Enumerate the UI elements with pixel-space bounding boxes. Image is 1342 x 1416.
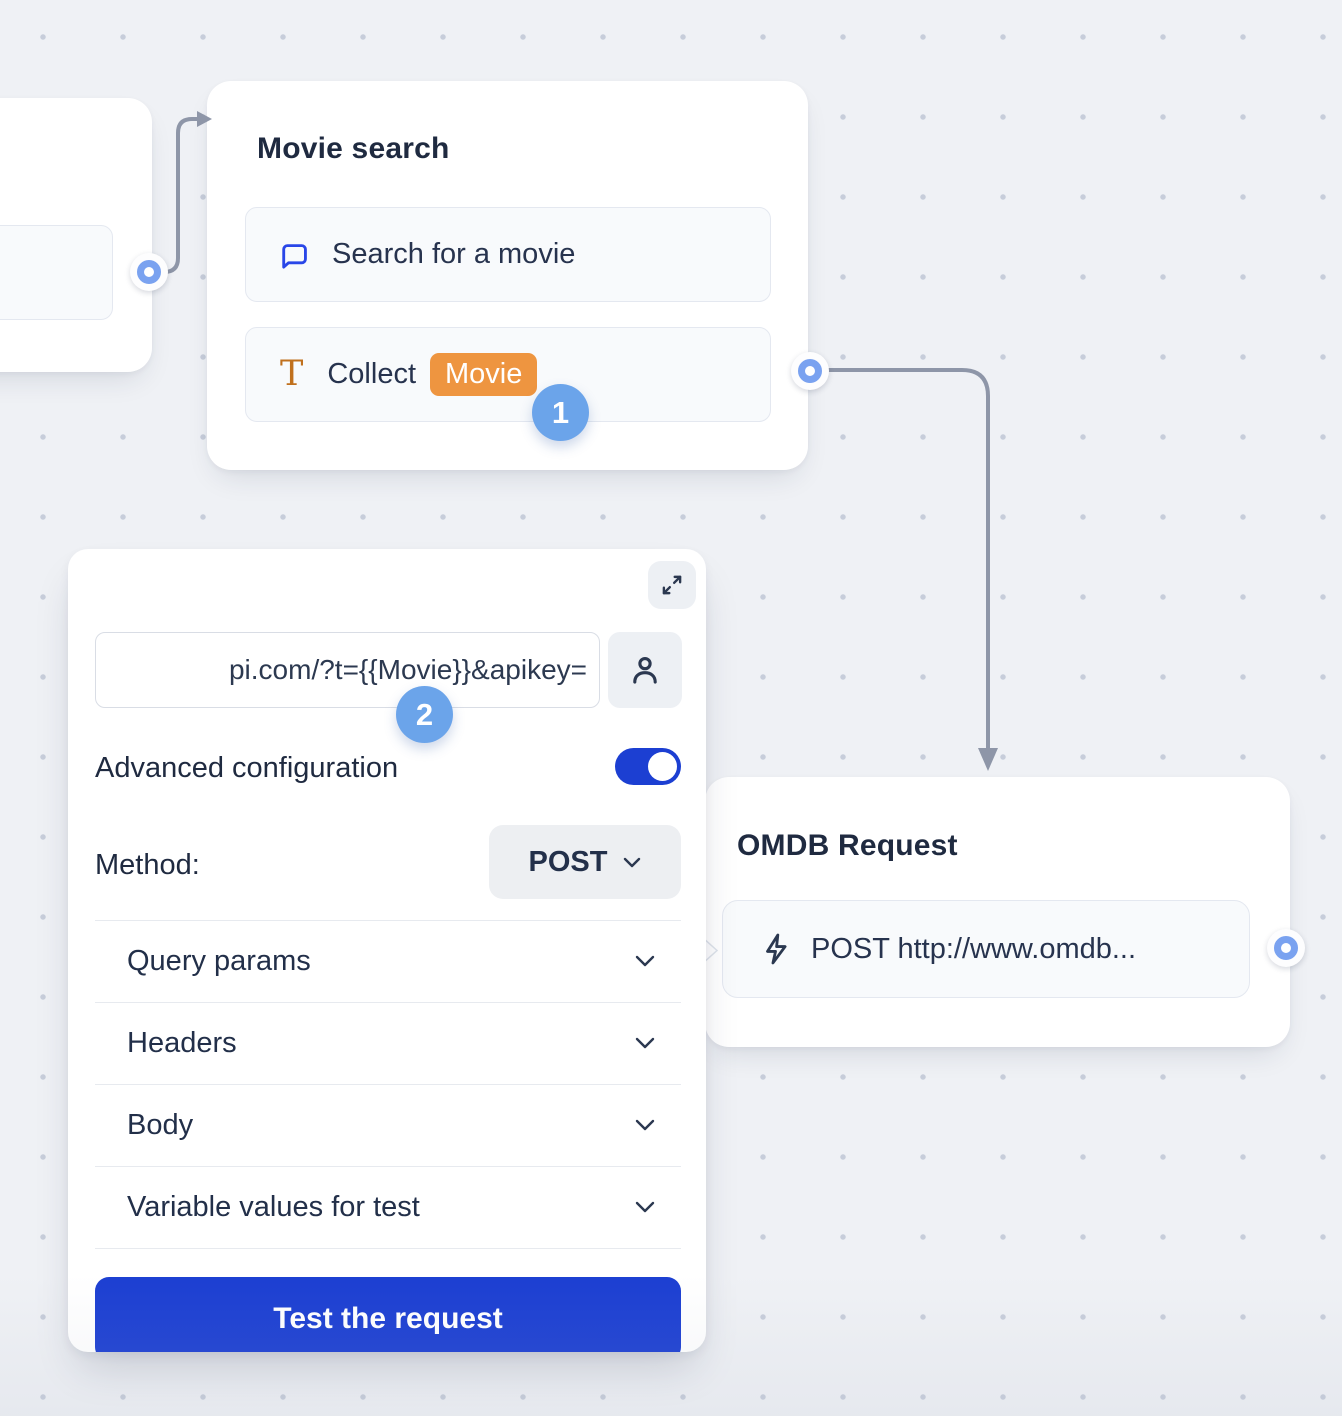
advanced-configuration-toggle[interactable] <box>615 748 681 785</box>
url-input[interactable]: pi.com/?t={{Movie}}&apikey= <box>95 632 600 708</box>
node-title: OMDB Request <box>737 829 958 862</box>
section-headers[interactable]: Headers <box>95 1002 681 1084</box>
node-title: Movie search <box>257 132 450 165</box>
divider <box>95 1248 681 1249</box>
variable-badge: Movie <box>430 353 538 396</box>
block-label: POST http://www.omdb... <box>811 932 1137 965</box>
advanced-configuration-label: Advanced configuration <box>95 752 399 784</box>
connector-line <box>155 111 212 274</box>
test-request-button[interactable]: Test the request <box>95 1277 681 1352</box>
webhook-block[interactable]: POST http://www.omdb... <box>722 900 1250 998</box>
lightning-icon <box>766 933 787 965</box>
divider <box>95 920 681 921</box>
output-port[interactable] <box>791 352 829 390</box>
chevron-down-icon <box>635 955 655 967</box>
method-value: POST <box>528 845 608 878</box>
url-value: pi.com/?t={{Movie}}&apikey= <box>228 654 587 685</box>
partial-node-card[interactable] <box>0 98 152 372</box>
block-label: Collect <box>327 358 417 390</box>
section-label: Headers <box>127 1026 237 1059</box>
chevron-down-icon <box>635 1119 655 1131</box>
chevron-down-icon <box>635 1037 655 1049</box>
output-port[interactable] <box>1267 929 1305 967</box>
method-dropdown[interactable]: POST <box>489 825 681 899</box>
chevron-down-icon <box>624 857 641 867</box>
collect-block[interactable]: T Collect Movie <box>245 327 771 422</box>
divider <box>95 1084 681 1085</box>
omdb-request-node[interactable]: OMDB Request POST http://www.omdb... <box>705 777 1290 1047</box>
section-label: Query params <box>127 944 311 977</box>
text-icon: T <box>280 354 304 394</box>
expand-icon <box>662 575 682 595</box>
port-ring-icon <box>798 359 822 383</box>
user-variables-button[interactable] <box>608 632 682 708</box>
divider <box>95 1002 681 1003</box>
message-block[interactable]: Search for a movie <box>245 207 771 302</box>
chat-bubble-icon <box>282 243 307 269</box>
webhook-config-panel[interactable]: pi.com/?t={{Movie}}&apikey= Advanced con… <box>68 549 706 1352</box>
method-label: Method: <box>95 849 200 881</box>
divider <box>95 1166 681 1167</box>
section-query-params[interactable]: Query params <box>95 920 681 1002</box>
port-ring-icon <box>137 260 161 284</box>
chevron-down-icon <box>635 1201 655 1213</box>
annotation-step-2: 2 <box>396 686 453 743</box>
toggle-knob <box>648 752 677 781</box>
connector-line <box>820 368 998 771</box>
person-icon <box>633 656 657 684</box>
annotation-step-1: 1 <box>532 384 589 441</box>
movie-search-node[interactable]: Movie search Search for a movie T Collec… <box>207 81 808 470</box>
section-body[interactable]: Body <box>95 1084 681 1166</box>
section-label: Variable values for test <box>127 1190 420 1223</box>
output-port[interactable] <box>130 253 168 291</box>
block-label: Search for a movie <box>332 238 576 270</box>
expand-button[interactable] <box>648 561 696 609</box>
section-label: Body <box>127 1108 194 1141</box>
node-item[interactable] <box>0 225 113 320</box>
port-ring-icon <box>1274 936 1298 960</box>
section-variable-values[interactable]: Variable values for test <box>95 1166 681 1248</box>
